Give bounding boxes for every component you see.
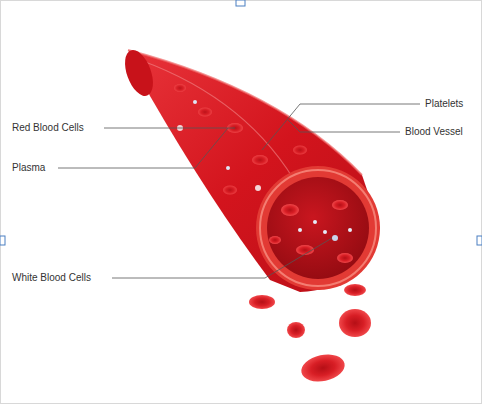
handle — [477, 236, 482, 245]
part-label: Blood Vessel — [405, 126, 463, 138]
leader-line — [262, 104, 420, 150]
red-cell — [332, 200, 348, 210]
red-cell — [252, 155, 268, 165]
handle — [236, 0, 245, 6]
red-cell — [299, 351, 347, 386]
platelet — [323, 230, 327, 234]
red-cell — [223, 186, 237, 195]
red-cell — [269, 236, 281, 244]
leader-line — [58, 128, 228, 168]
part-label: Plasma — [12, 162, 45, 174]
red-cell — [339, 309, 371, 337]
white-cell — [332, 235, 338, 241]
vessel-opening — [256, 166, 380, 290]
vessel-tube — [128, 50, 380, 292]
red-cell — [337, 253, 353, 263]
platelet — [348, 228, 352, 232]
platelet — [193, 100, 197, 104]
vessel-end — [120, 46, 159, 99]
red-cell — [293, 146, 307, 155]
vessel-rim — [260, 170, 376, 286]
red-cell — [281, 204, 299, 216]
red-cell — [198, 108, 212, 117]
leader-line — [104, 128, 235, 129]
leader-line — [288, 120, 400, 132]
red-cell — [174, 84, 186, 92]
red-cell — [287, 322, 305, 338]
platelet — [313, 220, 317, 224]
vessel-wall-line — [140, 60, 300, 190]
platelet — [226, 166, 230, 170]
part-label: Red Blood Cells — [12, 122, 84, 134]
red-cell — [344, 284, 366, 296]
platelet — [298, 228, 302, 232]
part-label: White Blood Cells — [12, 272, 91, 284]
leader-line — [112, 238, 332, 278]
white-cell — [255, 185, 261, 191]
red-cell — [249, 295, 275, 309]
part-label: Platelets — [425, 98, 463, 110]
handle — [0, 236, 5, 245]
vessel-lumen — [267, 177, 369, 279]
